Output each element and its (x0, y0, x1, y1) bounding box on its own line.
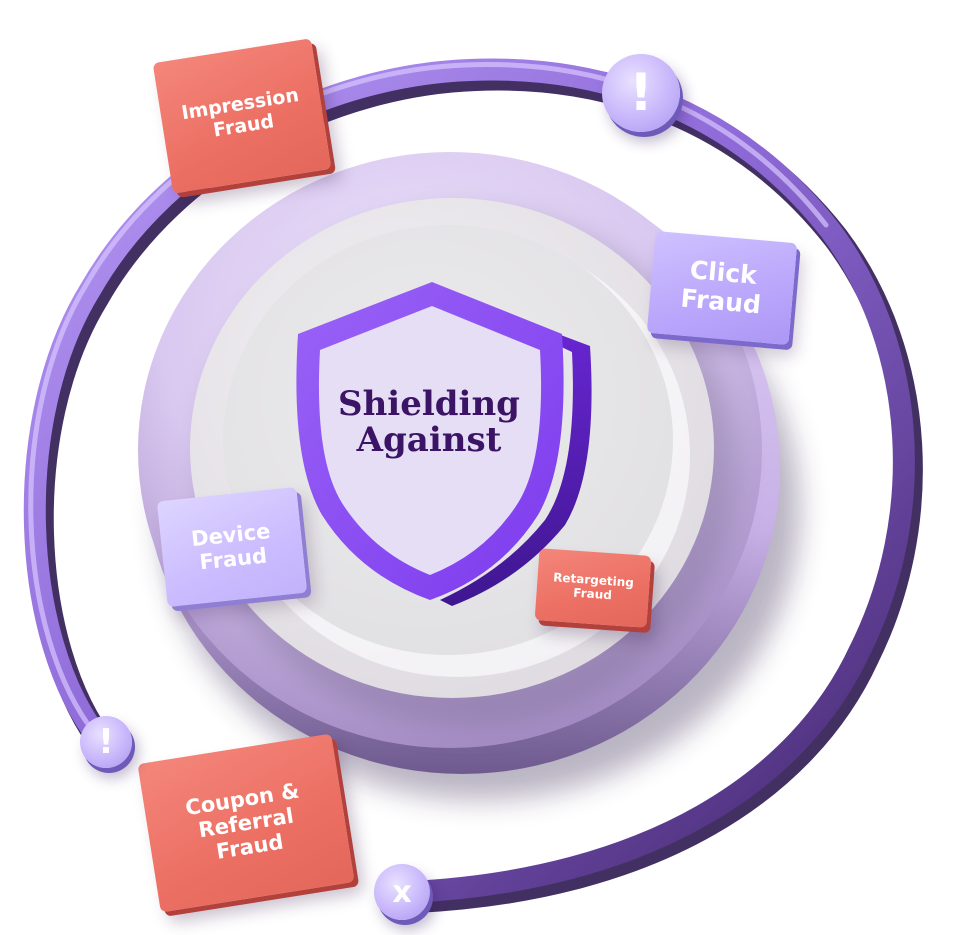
alert-icon: ! (602, 54, 680, 132)
impression-fraud-tile: Impression Fraud (152, 38, 332, 194)
close-icon: x (374, 864, 430, 920)
device-fraud-tile: Device Fraud (156, 486, 308, 608)
click-fraud-tile: Click Fraud (646, 231, 798, 345)
shield-icon (296, 282, 592, 606)
coupon-referral-fraud-tile: Coupon & Referral Fraud (137, 733, 355, 913)
shield-side (440, 292, 592, 606)
alert-icon-small: ! (80, 716, 132, 768)
orbit-ring (23, 58, 915, 903)
retargeting-fraud-tile: Retargeting Fraud (534, 548, 652, 628)
shield-inner (318, 306, 542, 575)
center-label: Shielding Against (338, 384, 520, 461)
